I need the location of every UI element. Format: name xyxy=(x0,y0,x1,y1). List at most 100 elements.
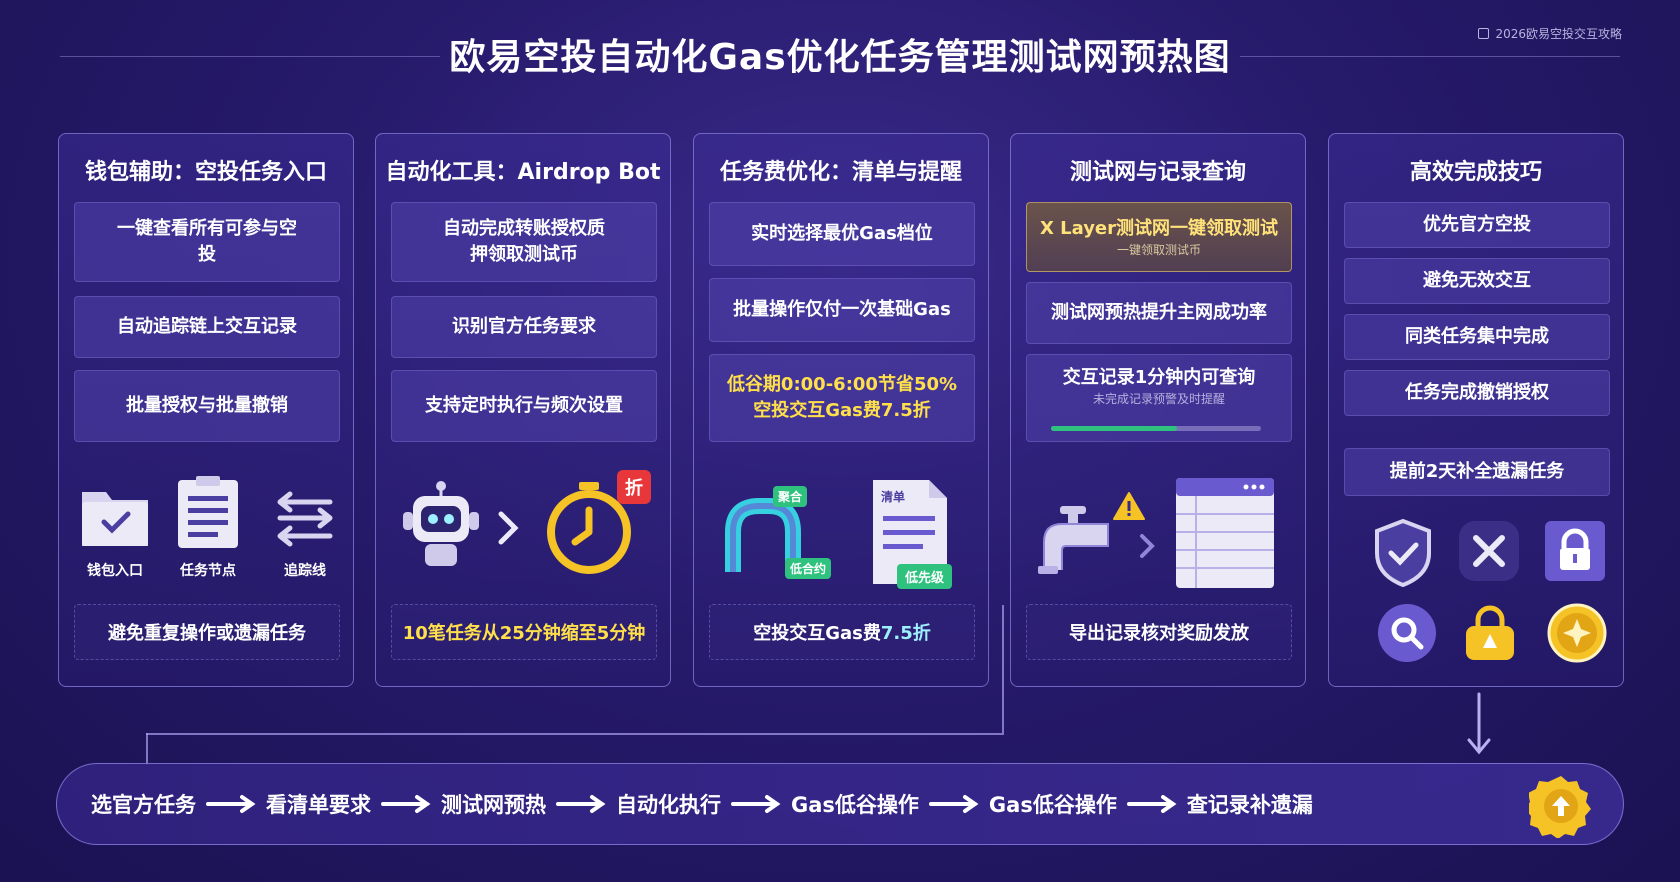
connector-line xyxy=(146,733,148,765)
panel-item-gold: X Layer测试网一键领取测试 一键领取测试币 xyxy=(1026,202,1292,272)
panel-fee-optimization: 任务费优化：清单与提醒 实时选择最优Gas档位 批量操作仅付一次基础Gas 低谷… xyxy=(693,133,989,687)
panel-testnet: 测试网与记录查询 X Layer测试网一键领取测试 一键领取测试币 测试网预热提… xyxy=(1010,133,1306,687)
chevron-right-icon xyxy=(498,511,519,545)
stopwatch-icon xyxy=(547,482,631,574)
item-text: 交互记录1分钟内可查询 xyxy=(1062,367,1256,388)
icon-label: 追踪线 xyxy=(284,563,326,579)
down-arrow-icon xyxy=(1467,692,1491,755)
progress-track xyxy=(1051,426,1261,431)
panel-title: 自动化工具：Airdrop Bot xyxy=(385,160,661,185)
tag-low-contract: 低合约 xyxy=(785,558,832,579)
panel-tips: 高效完成技巧 优先官方空投 避免无效交互 同类任务集中完成 任务完成撤销授权 提… xyxy=(1328,133,1624,687)
search-icon xyxy=(1378,604,1436,662)
panel-item: 支持定时执行与频次设置 xyxy=(391,370,657,442)
panel-item: 自动完成转账授权质押领取测试币 xyxy=(391,202,657,282)
panel-item-record: 交互记录1分钟内可查询 未完成记录预警及时提醒 xyxy=(1026,354,1292,442)
panel-footer: 导出记录核对奖励发放 xyxy=(1026,604,1292,660)
title-divider-right xyxy=(1240,56,1620,57)
connector-line xyxy=(146,733,1004,735)
arrow-right-icon xyxy=(1117,794,1187,814)
panel-item: 一键查看所有可参与空投 xyxy=(74,202,340,282)
item-subtext: 一键领取测试币 xyxy=(1116,243,1201,257)
flow-step: 测试网预热 xyxy=(441,793,546,817)
close-icon xyxy=(1459,521,1519,581)
pipe-icon xyxy=(725,498,801,572)
panel-item: 自动追踪链上交互记录 xyxy=(74,296,340,358)
page-title: 欧易空投自动化Gas优化任务管理测试网预热图 xyxy=(449,37,1231,78)
footer-value: 7.5折 xyxy=(880,623,931,644)
item-text: 自动完成转账授权质押领取测试币 xyxy=(443,218,605,265)
discount-badge: 折 xyxy=(617,470,651,504)
tip-item: 同类任务集中完成 xyxy=(1344,314,1610,360)
tag-aggregate: 聚合 xyxy=(773,486,808,507)
panel-footer: 避免重复操作或遗漏任务 xyxy=(74,604,340,660)
task-list-icon xyxy=(178,476,238,548)
flow-step: 选官方任务 xyxy=(91,793,196,817)
arrow-right-icon xyxy=(196,794,266,814)
chevron-right-icon xyxy=(1140,534,1155,558)
panel-title: 任务费优化：清单与提醒 xyxy=(719,160,962,185)
arrow-right-icon xyxy=(919,794,989,814)
tip-item: 任务完成撤销授权 xyxy=(1344,370,1610,416)
lock-icon xyxy=(1545,521,1605,581)
tracking-arrows-icon xyxy=(277,491,333,547)
footer-prefix: 空投交互Gas费 xyxy=(753,623,881,644)
panel-item: 识别官方任务要求 xyxy=(391,296,657,358)
records-table-icon xyxy=(1176,478,1274,588)
stamp: 2026欧易空投交互攻略 xyxy=(1478,25,1622,42)
panel-item-highlight: 低谷期0:00-6:00节省50% 空投交互Gas费7.5折 xyxy=(709,354,975,442)
icon-row: 聚合 低合约 清单 低先级 xyxy=(709,476,975,589)
progress-fill xyxy=(1051,426,1177,431)
upgrade-badge-icon xyxy=(1529,776,1591,838)
item-text: X Layer测试网一键领取测试 xyxy=(1039,218,1279,239)
stamp-icon xyxy=(1478,28,1490,39)
shield-check-icon xyxy=(1375,518,1431,588)
icon-grid xyxy=(1344,518,1610,668)
process-flow: 选官方任务 看清单要求 测试网预热 自动化执行 Gas低谷操作 Gas低谷操作 … xyxy=(56,763,1624,845)
panel-item: 实时选择最优Gas档位 xyxy=(709,202,975,266)
title-divider-left xyxy=(60,56,440,57)
stamp-text: 2026欧易空投交互攻略 xyxy=(1495,27,1622,41)
flow-step: Gas低谷操作 xyxy=(988,793,1117,817)
arrow-right-icon xyxy=(546,794,616,814)
wallet-folder-icon xyxy=(82,492,148,546)
icon-label: 钱包入口 xyxy=(87,563,143,579)
arrow-right-icon xyxy=(721,794,791,814)
coin-icon xyxy=(1547,603,1607,663)
icon-row: 钱包入口 任务节点 追踪线 xyxy=(74,476,340,586)
flow-step: 看清单要求 xyxy=(266,793,371,817)
panel-automation: 自动化工具：Airdrop Bot 自动完成转账授权质押领取测试币 识别官方任务… xyxy=(375,133,671,687)
item-text: 一键查看所有可参与空投 xyxy=(117,218,297,265)
title-row: 欧易空投自动化Gas优化任务管理测试网预热图 xyxy=(60,28,1620,84)
icon-row: 折 xyxy=(391,470,657,586)
padlock-icon xyxy=(1466,605,1514,660)
panel-item: 批量操作仅付一次基础Gas xyxy=(709,278,975,342)
connector-line xyxy=(1002,605,1004,733)
flow-step: 查记录补遗漏 xyxy=(1186,793,1313,817)
tip-item: 提前2天补全遗漏任务 xyxy=(1344,448,1610,496)
panel-title: 高效完成技巧 xyxy=(1409,160,1542,185)
icon-label: 任务节点 xyxy=(180,563,236,579)
faucet-icon xyxy=(1038,506,1109,574)
robot-icon xyxy=(403,481,479,566)
flow-step: 自动化执行 xyxy=(616,793,721,817)
panel-title: 测试网与记录查询 xyxy=(1069,160,1246,185)
item-text: 空投交互Gas费7.5折 xyxy=(753,400,931,421)
doc-label: 清单 xyxy=(881,490,906,504)
tag-priority: 低先级 xyxy=(897,564,953,589)
panel-item: 测试网预热提升主网成功率 xyxy=(1026,282,1292,344)
panel-item: 批量授权与批量撤销 xyxy=(74,370,340,442)
tip-item: 避免无效交互 xyxy=(1344,258,1610,304)
panel-wallet: 钱包辅助：空投任务入口 一键查看所有可参与空投 自动追踪链上交互记录 批量授权与… xyxy=(58,133,354,687)
item-subtext: 未完成记录预警及时提醒 xyxy=(1092,392,1225,406)
panel-footer: 10笔任务从25分钟缩至5分钟 xyxy=(391,604,657,660)
tip-item: 优先官方空投 xyxy=(1344,202,1610,248)
warning-icon xyxy=(1113,492,1145,520)
panel-title: 钱包辅助：空投任务入口 xyxy=(84,160,327,185)
arrow-right-icon xyxy=(371,794,441,814)
checklist-document-icon xyxy=(873,480,947,584)
item-text: 低谷期0:00-6:00节省50% xyxy=(726,374,958,395)
icon-row xyxy=(1026,476,1292,588)
flow-step: Gas低谷操作 xyxy=(791,793,919,817)
